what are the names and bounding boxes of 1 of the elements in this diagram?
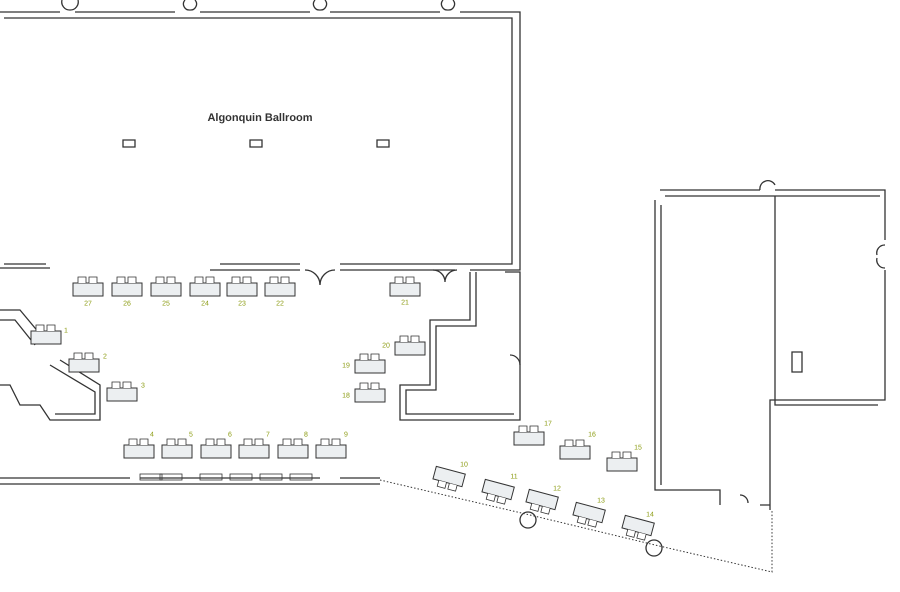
room-name: Algonquin Ballroom [207, 112, 313, 124]
